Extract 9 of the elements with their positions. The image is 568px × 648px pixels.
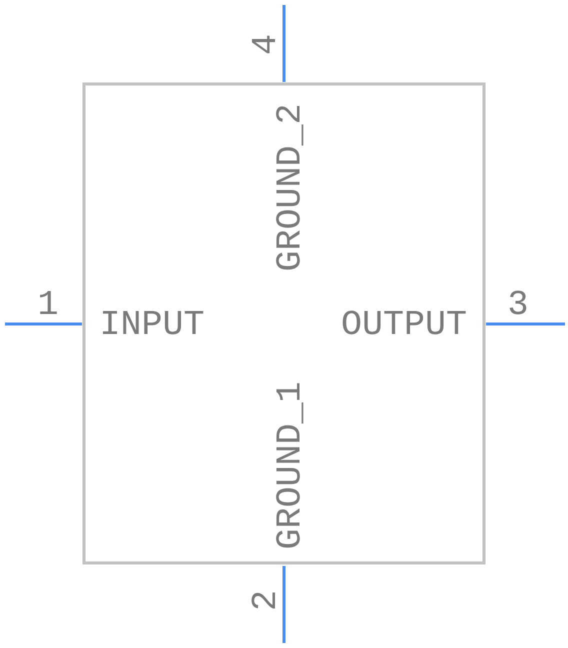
pin-number: 1 — [38, 288, 59, 322]
pin-name: INPUT — [100, 308, 205, 342]
pin-name: OUTPUT — [341, 308, 468, 342]
pin-number: 3 — [508, 288, 529, 322]
pin-name: GROUND_2 — [274, 102, 309, 272]
component-body — [82, 82, 486, 564]
pin-name: GROUND_1 — [274, 380, 309, 550]
pin-number: 4 — [248, 34, 284, 54]
pin-number: 2 — [248, 590, 284, 610]
